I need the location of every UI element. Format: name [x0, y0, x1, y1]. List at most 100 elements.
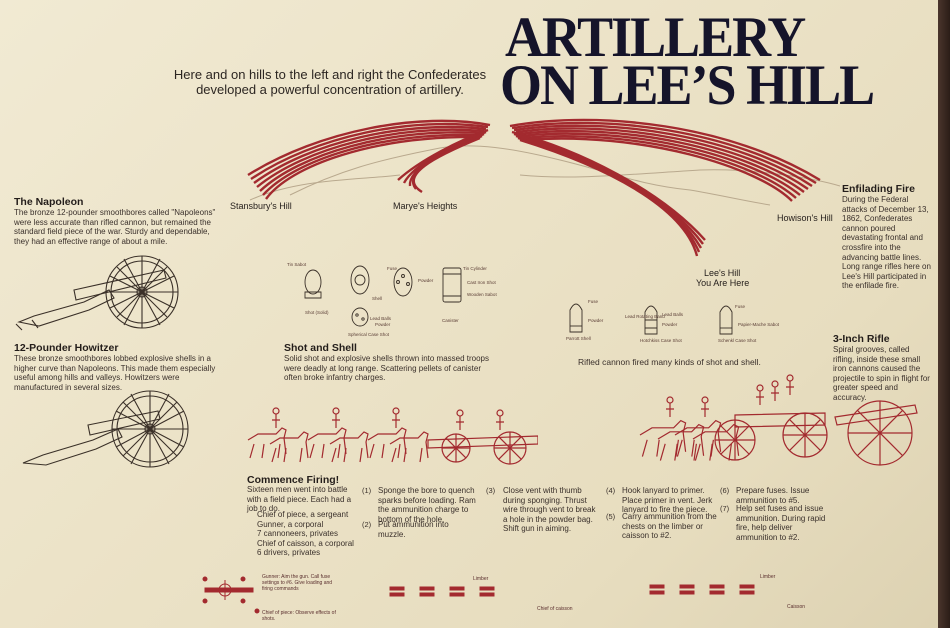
horse-figure	[657, 423, 705, 461]
step-2-number: (2)	[362, 520, 372, 529]
step-3-number: (3)	[486, 486, 496, 495]
napoleon-text: The bronze 12-pounder smoothbores called…	[14, 208, 216, 246]
horse-team-drawing	[247, 407, 538, 465]
rider-head	[701, 396, 709, 404]
horse-figure	[269, 431, 309, 463]
label-tin-sabot: Tin Sabot	[287, 262, 307, 267]
rifled-caption: Rifled cannon fired many kinds of shot a…	[578, 357, 761, 367]
step-1-text: Sponge the bore to quench sparks before …	[378, 486, 476, 524]
fire-line	[259, 131, 483, 192]
label-you-are-here: You Are Here	[696, 278, 750, 288]
label-lead-balls: Lead Balls	[370, 316, 392, 321]
howitzer-text: These bronze smoothbores lobbed explosiv…	[14, 354, 216, 392]
rider-figure	[771, 387, 779, 401]
fire-line	[519, 138, 699, 257]
label-fuse: Fuse	[387, 266, 398, 271]
gun-team-drawing	[639, 374, 918, 466]
fire-line	[247, 119, 491, 177]
enfilading-heading: Enfilading Fire	[842, 183, 915, 195]
napoleon-heading: The Napoleon	[14, 196, 84, 208]
label-rifled-powder: Powder	[588, 318, 604, 323]
label-hotchkiss: Hotchkiss Case Shot	[640, 338, 682, 343]
horse-pair-icon	[709, 584, 725, 595]
fire-line	[521, 135, 797, 199]
horse-figure	[639, 419, 687, 457]
crew-item: Chief of piece, a sergeant	[257, 510, 349, 519]
horse-pair-icon	[679, 584, 695, 595]
fire-line	[262, 133, 481, 196]
fire-line	[515, 127, 809, 190]
step-2-text: Put ammunition into muzzle.	[378, 520, 449, 539]
label-tin-cylinder: Tin Cylinder	[463, 266, 487, 271]
intro-text: Here and on hills to the left and right …	[173, 67, 487, 98]
fire-line	[412, 136, 481, 194]
howitzer-cannon-drawing	[22, 390, 189, 468]
horse-pair-icon	[419, 586, 435, 597]
enfilading-text: During the Federal attacks of December 1…	[842, 195, 931, 291]
horse-figure	[367, 427, 407, 459]
fire-line	[511, 121, 817, 185]
label-rifled-lead-balls: Lead Balls	[662, 312, 684, 317]
commence-heading: Commence Firing!	[247, 474, 340, 486]
step-3-text: Close vent with thumb during sponging. T…	[503, 486, 596, 534]
label-lead-band: Lead Rotating Band	[625, 314, 665, 319]
horse-figure	[692, 423, 740, 461]
rider-head	[666, 396, 674, 404]
rider-head	[496, 409, 504, 417]
fire-line	[253, 125, 487, 184]
rider-figure	[456, 416, 464, 430]
crew-item: 7 cannoneers, privates	[257, 529, 338, 539]
napoleon-cannon-drawing	[15, 255, 179, 331]
rider-figure	[332, 414, 340, 428]
step-6-text: Prepare fuses. Issue ammunition to #5.	[736, 486, 810, 505]
title-line-1: ARTILLERY	[505, 5, 806, 69]
crew-item: Chief of caisson, a corporal	[257, 538, 354, 548]
horse-pair-icon	[449, 586, 465, 597]
horse-pair-icon	[649, 584, 665, 595]
wheel-spokes	[715, 420, 755, 460]
wheel-spokes	[848, 401, 912, 465]
rider-head	[756, 384, 764, 392]
step-7-text: Help set fuses and issue ammunition. Dur…	[736, 504, 826, 542]
horse-pair-icon	[739, 584, 755, 595]
rider-head	[332, 407, 340, 415]
rifle-text: Spiral grooves, called rifling, inside t…	[833, 345, 930, 402]
limber-label-2: Limber	[760, 574, 776, 580]
rider-head	[272, 407, 280, 415]
label-lees-hill: Lee's Hill	[704, 268, 741, 278]
step-6-number: (6)	[720, 486, 730, 495]
crew-item: 6 drivers, privates	[257, 548, 321, 558]
label-powder: Powder	[418, 278, 434, 283]
chief-note: Chief of piece: Observe effects of shots…	[262, 610, 336, 622]
fire-line	[256, 128, 485, 188]
rider-figure	[756, 391, 764, 405]
label-cast-iron-shot: Cast Iron Shot	[467, 280, 496, 285]
fire-line	[519, 132, 801, 196]
howitzer-heading: 12-Pounder Howitzer	[14, 342, 119, 354]
label-schenkl: Schenkl Case Shot	[718, 338, 757, 343]
fire-line	[250, 122, 489, 180]
label-parrott-shell: Parrott Shell	[566, 336, 591, 341]
horse-figure	[307, 427, 347, 459]
limber-body	[427, 435, 538, 449]
horse-figure	[247, 427, 287, 459]
label-wooden-sabot: Wooden Sabot	[467, 292, 497, 297]
crew-list: Chief of piece, a sergeant Gunner, a cor…	[257, 510, 357, 558]
commence-intro: Sixteen men went into battle with a fiel…	[247, 485, 352, 514]
step-4-number: (4)	[606, 486, 616, 495]
label-canister: Canister	[442, 318, 459, 323]
caisson-label: Caisson	[787, 604, 806, 610]
fire-line	[509, 118, 821, 182]
fire-lines-map	[247, 118, 841, 257]
fire-line	[517, 129, 805, 193]
step-1-number: (1)	[362, 486, 372, 495]
projectiles-drawing	[304, 265, 462, 327]
horse-pair-icon	[479, 586, 495, 597]
label-powder-2: Powder	[375, 322, 391, 327]
fire-line	[265, 135, 479, 200]
step-5-text: Carry ammunition from the chests on the …	[622, 512, 717, 541]
label-papier-mache: Papier-Mache Sabot	[738, 322, 780, 327]
rider-figure	[786, 381, 794, 395]
fire-line	[523, 137, 793, 202]
